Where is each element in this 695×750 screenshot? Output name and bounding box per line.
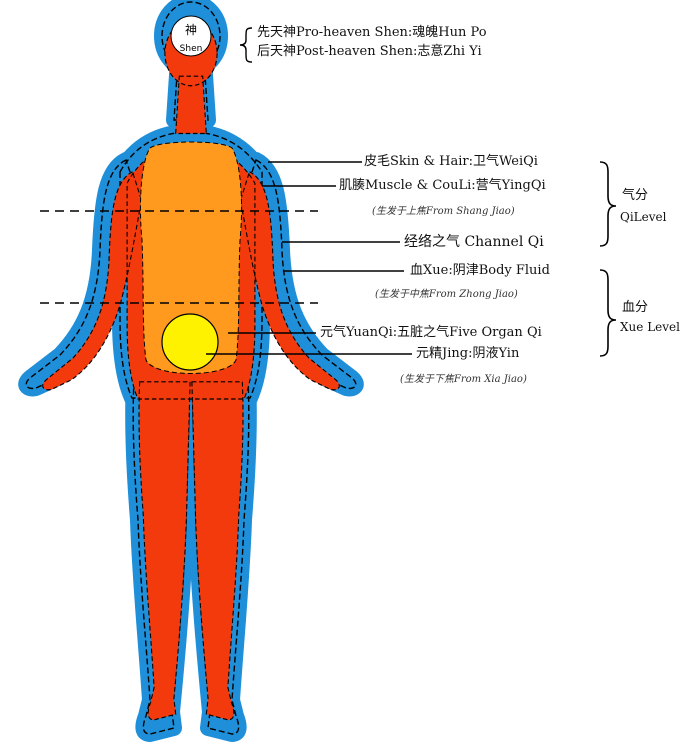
from-shang-jiao-note: (生发于上焦From Shang Jiao) [372, 202, 515, 217]
xue-level-en: Xue Level [620, 320, 680, 334]
qi-level-bracket [600, 162, 616, 246]
pro-heaven-shen-label: 先天神Pro-heaven Shen:魂魄Hun Po [257, 25, 487, 41]
xue-body-fluid-label: 血Xue:阴津Body Fluid [410, 263, 550, 279]
xue-level-bracket [600, 270, 616, 356]
xue-level-cn: 血分 [622, 296, 648, 315]
skin-hair-label: 皮毛Skin & Hair:卫气WeiQi [364, 154, 538, 170]
yuan-qi-label: 元气YuanQi:五脏之气Five Organ Qi [320, 325, 542, 341]
from-xia-jiao-note: (生发于下焦From Xia Jiao) [400, 370, 527, 385]
head-shen-circle: 神 Shen [171, 16, 211, 56]
shen-text: Shen [180, 44, 203, 54]
from-zhong-jiao-note: (生发于中焦From Zhong Jiao) [375, 285, 518, 300]
channel-qi-label: 经络之气 Channel Qi [404, 234, 544, 250]
yuan-jing-label: 元精Jing:阴液Yin [416, 346, 519, 362]
qi-level-en: QiLevel [620, 210, 666, 224]
jing-yellow-circle [162, 314, 218, 370]
muscle-couli-label: 肌腠Muscle & CouLi:营气YingQi [339, 178, 546, 194]
shen-character: 神 [185, 23, 197, 37]
shen-bracket [240, 28, 252, 62]
qi-level-cn: 气分 [622, 184, 648, 203]
post-heaven-shen-label: 后天神Post-heaven Shen:志意Zhi Yi [257, 44, 482, 60]
